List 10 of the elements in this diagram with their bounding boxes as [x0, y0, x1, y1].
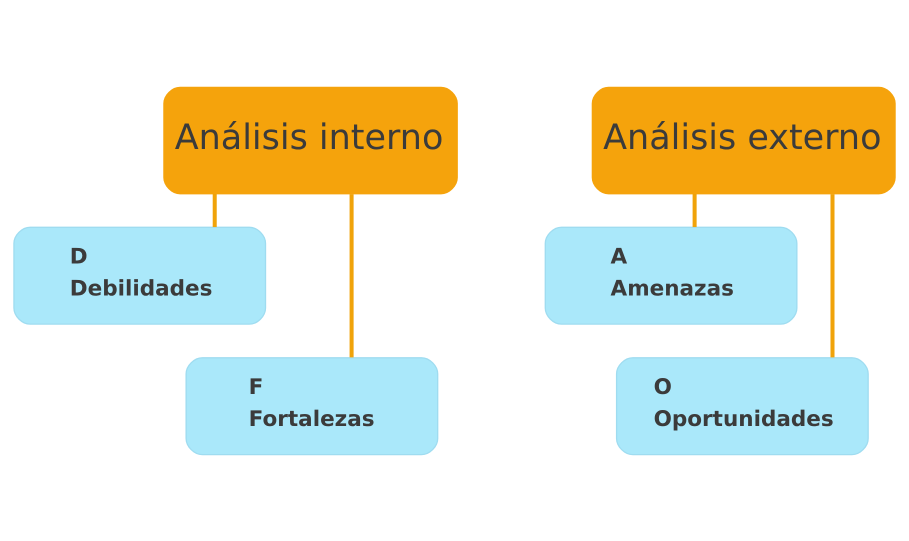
- node-box: Análisis externo: [592, 86, 896, 194]
- connector: [212, 193, 217, 227]
- node-box: F Fortalezas: [185, 356, 438, 455]
- connector: [830, 194, 835, 357]
- node-box: Análisis interno: [163, 86, 458, 194]
- connector: [692, 193, 697, 227]
- connector: [350, 194, 354, 357]
- node-box: O Oportunidades: [616, 356, 869, 455]
- node-box: D Debilidades: [13, 226, 266, 324]
- node-box: A Amenazas: [544, 226, 798, 324]
